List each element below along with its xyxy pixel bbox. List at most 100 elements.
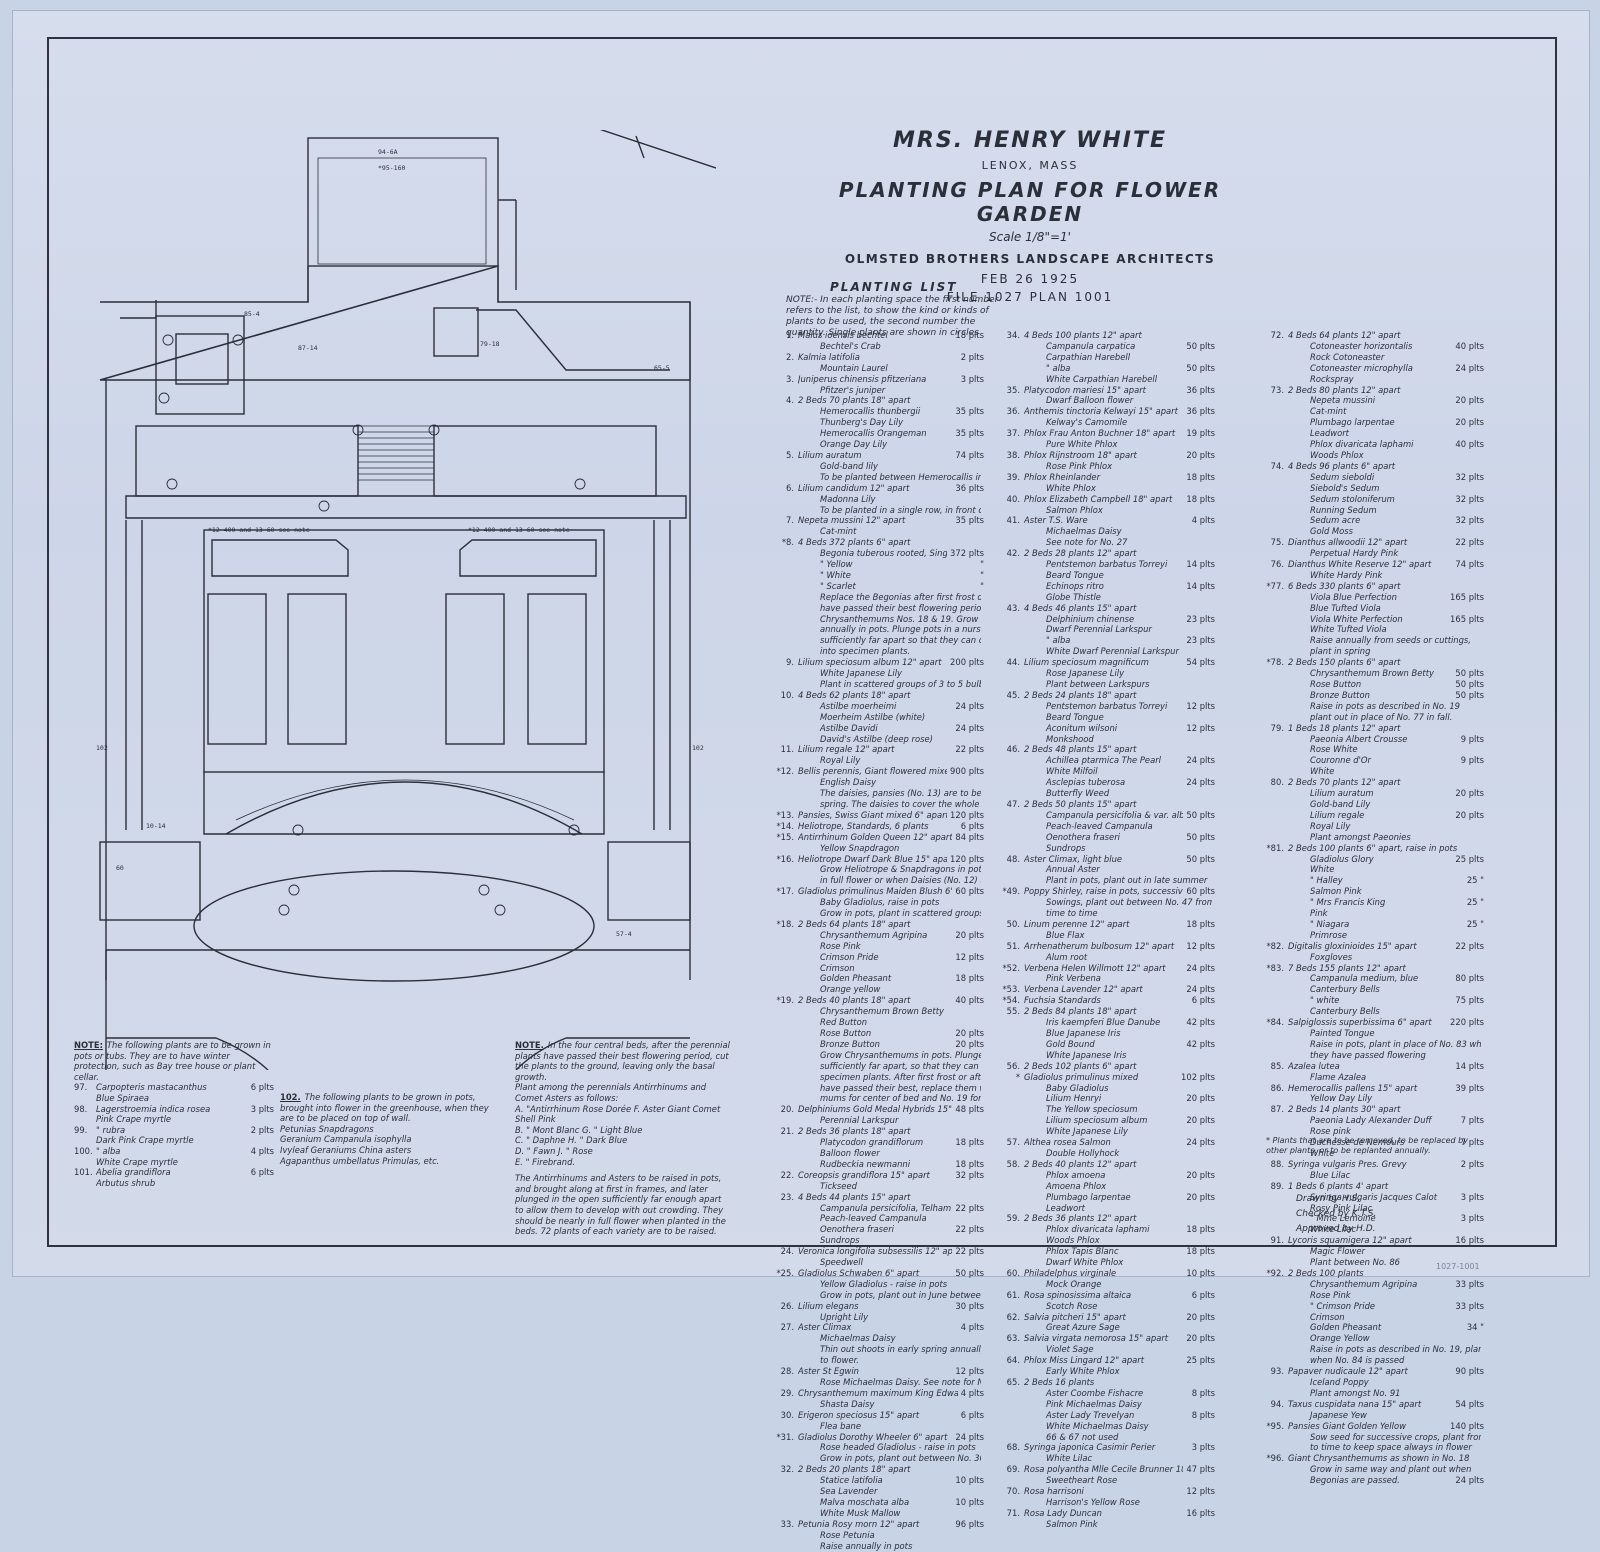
entry-description: Heliotrope, Standards, 6 plants — [798, 820, 929, 831]
entry-number — [774, 428, 798, 439]
entry-number: 29. — [780, 1387, 794, 1398]
plant-list-entry: Gold Moss — [1264, 526, 1484, 537]
entry-number: 62. — [1006, 1311, 1020, 1322]
note-item-d: Carpopteris mastacanthus — [96, 1082, 207, 1093]
entry-description: Blue Lilac — [1310, 1169, 1351, 1180]
entry-number: 45. — [1006, 689, 1020, 700]
plant-list-entry: 10.4 Beds 62 plants 18" apart — [774, 690, 984, 701]
entry-quantity — [981, 712, 984, 723]
entry-number: *95. — [1266, 1420, 1284, 1431]
entry-description: Michaelmas Daisy — [820, 1333, 896, 1344]
entry-quantity — [981, 1115, 984, 1126]
entry-number: 43. — [1006, 602, 1020, 613]
entry-quantity: 10 plts — [1186, 1267, 1215, 1278]
entry-number — [1264, 821, 1288, 832]
entry-quantity: 25 " — [1466, 918, 1484, 929]
plant-list-entry: into specimen plants. — [774, 646, 984, 657]
entry-quantity — [1212, 1104, 1215, 1115]
note-item-n: 97. — [74, 1082, 88, 1093]
plant-list-entry: Yellow Snapdragon — [774, 843, 984, 854]
entry-number: 1. — [786, 330, 794, 340]
entry-number — [1264, 744, 1288, 755]
entry-description: Double Hollyhock — [1046, 1147, 1120, 1158]
entry-quantity: 32 plts — [1455, 493, 1484, 504]
entry-description: Grow Heliotrope & Snapdragons in pots, p… — [820, 864, 981, 875]
entry-quantity — [981, 788, 984, 799]
entry-description: Arrhenatherum bulbosum 12" apart — [1024, 940, 1175, 951]
entry-number: *83. — [1266, 962, 1284, 973]
firm-name: OLMSTED BROTHERS LANDSCAPE ARCHITECTS — [844, 252, 1216, 266]
entry-description: Chrysanthemum maximum King Edward VII — [798, 1387, 958, 1398]
plant-list-entry: Dwarf White Phlox — [1000, 1257, 1215, 1268]
entry-description: Malus ioensis bechtel — [798, 330, 888, 340]
entry-description: Woods Phlox — [1046, 1235, 1100, 1246]
entry-description: Baby Gladiolus, raise in pots — [820, 897, 940, 908]
entry-number — [1000, 1017, 1024, 1028]
entry-quantity — [1212, 548, 1215, 559]
plant-list-entry: Blue Tufted Viola — [1264, 603, 1484, 614]
entry-number: 57. — [1006, 1137, 1020, 1148]
plant-list-entry: 80.2 Beds 70 plants 12" apart — [1264, 777, 1484, 788]
note-item-n — [74, 1135, 96, 1146]
plan-label: 60 — [116, 864, 124, 872]
entry-number — [1264, 417, 1288, 428]
entry-number — [1000, 701, 1024, 712]
plant-list-entry: to time to keep space always in flower — [1264, 1442, 1484, 1453]
entry-quantity — [1212, 1050, 1215, 1061]
note-item-d: Arbutus shrub — [96, 1177, 156, 1188]
plant-list-entry: Blue Japanese Iris — [1000, 1028, 1215, 1039]
note-item-q — [270, 1178, 274, 1189]
plant-list-entry: Sundrops — [1000, 843, 1215, 854]
entry-quantity — [981, 1486, 984, 1497]
entry-number — [774, 406, 798, 417]
entry-number — [1000, 570, 1024, 581]
entry-quantity — [981, 755, 984, 766]
entry-quantity: 20 plts — [1186, 1191, 1215, 1202]
entry-description: Raise in pots as described in No. 19, pl… — [1310, 1344, 1481, 1355]
plant-list-entry: Magic Flower — [1264, 1246, 1484, 1257]
entry-description: Sowings, plant out between No. 47 from — [1046, 897, 1212, 908]
entry-quantity — [1481, 712, 1484, 723]
entry-quantity — [981, 592, 984, 603]
entry-number: 2. — [786, 351, 794, 362]
entry-quantity: 25 " — [1466, 875, 1484, 886]
entry-quantity — [981, 908, 984, 919]
entry-description: 2 Beds 150 plants 6" apart — [1288, 657, 1401, 668]
entry-number: 74. — [1270, 460, 1284, 471]
entry-description: in full flower or when Daisies (No. 12) … — [820, 875, 981, 886]
entry-description: Antirrhinum Golden Queen 12" apart — [798, 831, 953, 842]
entry-quantity — [981, 526, 984, 537]
plant-list-entry: Mock Orange — [1000, 1279, 1215, 1290]
plant-list-entry: Rose Michaelmas Daisy. See note for No. … — [774, 1377, 984, 1388]
entry-description: Aster Lady Trevelyan — [1046, 1409, 1135, 1420]
entry-description: Gladiolus primulinus mixed — [1024, 1071, 1139, 1082]
entry-quantity — [981, 1083, 984, 1094]
entry-description: Dwarf White Phlox — [1046, 1257, 1124, 1268]
entry-number: *14. — [776, 820, 794, 831]
entry-description: Gold-band lily — [820, 460, 878, 471]
plant-list-entry: 47.2 Beds 50 plants 15" apart — [1000, 799, 1215, 810]
plant-list-entry: Chrysanthemums Nos. 18 & 19. Grow Chrysa… — [774, 614, 984, 625]
entry-description: David's Astilbe (deep rose) — [820, 733, 933, 744]
entry-quantity: 8 plts — [1191, 1409, 1215, 1420]
plant-list-entry: Woods Phlox — [1000, 1235, 1215, 1246]
entry-quantity: 80 plts — [1455, 973, 1484, 984]
entry-description: Cat-mint — [820, 526, 857, 537]
plant-list-entry: Pure White Phlox — [1000, 439, 1215, 450]
entry-quantity — [1481, 406, 1484, 417]
entry-description: Gold Bound — [1046, 1038, 1095, 1049]
entry-number — [774, 1355, 798, 1366]
entry-quantity — [1481, 1072, 1484, 1083]
entry-description: into specimen plants. — [820, 646, 911, 657]
plant-list-entry: 46.2 Beds 48 plants 15" apart — [1000, 744, 1215, 755]
entry-description: 2 Beds 24 plants 18" apart — [1024, 689, 1137, 700]
plant-list-entry: Painted Tongue — [1264, 1028, 1484, 1039]
entry-quantity — [981, 1148, 984, 1159]
entry-description: Orange Yellow — [1310, 1333, 1370, 1344]
